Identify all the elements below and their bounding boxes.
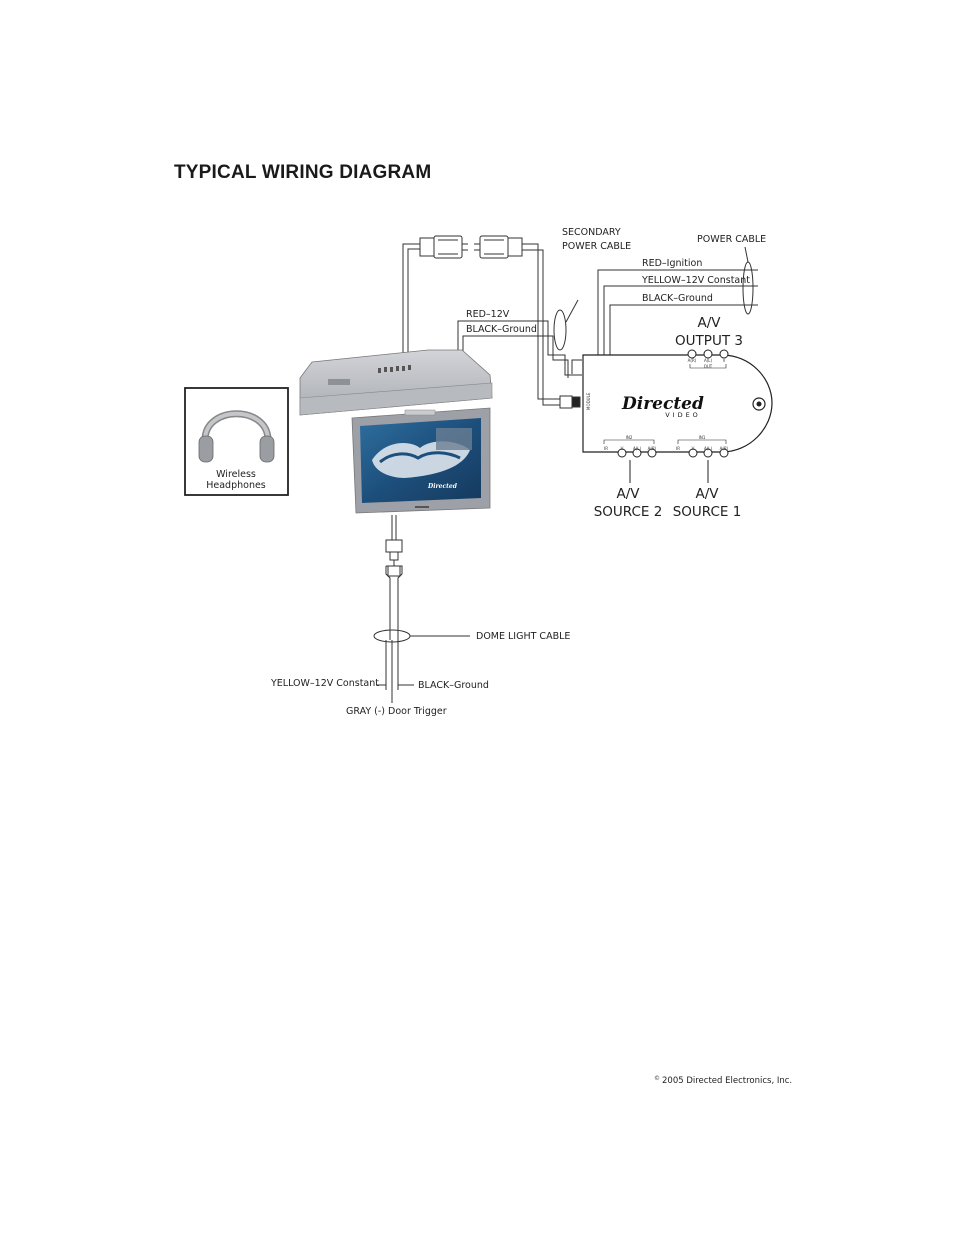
black-ground-top-label: BLACK–Ground xyxy=(642,293,713,304)
av-source1-label-2: SOURCE 1 xyxy=(673,504,742,520)
copyright: ©2005 Directed Electronics, Inc. xyxy=(654,1075,792,1086)
secondary-power-cable-label-1: SECONDARY xyxy=(562,227,621,238)
yellow-constant-top-label: YELLOW–12V Constant xyxy=(641,275,750,286)
copyright-symbol: © xyxy=(654,1075,660,1082)
in2-port-ir: IR xyxy=(604,446,608,451)
in2-port-v: V xyxy=(621,446,624,451)
monitor-power-wires xyxy=(457,320,582,378)
av-module: MODULE Directed VIDEO A(R) A(L) V OUT IN… xyxy=(582,349,773,483)
svg-text:MODULE: MODULE xyxy=(586,392,591,410)
page-title: TYPICAL WIRING DIAGRAM xyxy=(174,162,432,183)
secondary-power-cable-label-2: POWER CABLE xyxy=(562,241,631,252)
out-ports xyxy=(687,349,729,369)
in2-port-al: A(L) xyxy=(633,446,642,451)
red-12v-label: RED–12V xyxy=(466,309,510,320)
red-ignition-label: RED–Ignition xyxy=(642,258,702,269)
out-port-al: A(L) xyxy=(704,358,713,363)
out-port-ar: A(R) xyxy=(688,358,697,363)
av-output3-label-1: A/V xyxy=(697,315,721,331)
black-ground-mid-label: BLACK–Ground xyxy=(466,324,537,335)
secondary-power-cable xyxy=(402,235,581,409)
power-cable-label: POWER CABLE xyxy=(697,234,766,245)
brand-logo: Directed xyxy=(621,394,704,414)
svg-text:Directed: Directed xyxy=(427,483,458,490)
in1-port-al: A(L) xyxy=(704,446,713,451)
av-output3-label-2: OUTPUT 3 xyxy=(675,333,743,349)
wireless-headphones: Wireless Headphones xyxy=(184,387,289,496)
dome-light-cable xyxy=(373,515,470,703)
overhead-monitor: Directed xyxy=(299,349,493,514)
out-group-label: OUT xyxy=(704,364,713,369)
dome-light-cable-label: DOME LIGHT CABLE xyxy=(476,631,570,642)
av-source2-label-2: SOURCE 2 xyxy=(594,504,663,520)
headphones-label-line2: Headphones xyxy=(206,480,266,491)
power-cable xyxy=(571,246,758,374)
in1-port-ir: IR xyxy=(676,446,680,451)
in2-group-label: IN2 xyxy=(626,435,633,440)
headphones-label-line1: Wireless xyxy=(216,469,256,480)
out-port-v: V xyxy=(723,358,726,363)
in1-port-v: V xyxy=(692,446,695,451)
in1-port-ar: A(R) xyxy=(720,446,729,451)
in1-ports xyxy=(677,439,729,458)
brand-sub: VIDEO xyxy=(665,411,701,419)
in2-ports xyxy=(603,439,657,458)
yellow-constant-bottom-label: YELLOW–12V Constant xyxy=(270,678,379,689)
av-source1-label-1: A/V xyxy=(695,486,719,502)
copyright-text: 2005 Directed Electronics, Inc. xyxy=(662,1076,793,1086)
in1-group-label: IN1 xyxy=(699,435,706,440)
in2-port-ar: A(R) xyxy=(648,446,657,451)
av-source2-label-1: A/V xyxy=(616,486,640,502)
gray-door-trigger-label: GRAY (-) Door Trigger xyxy=(346,706,447,717)
black-ground-bottom-label: BLACK–Ground xyxy=(418,680,489,691)
